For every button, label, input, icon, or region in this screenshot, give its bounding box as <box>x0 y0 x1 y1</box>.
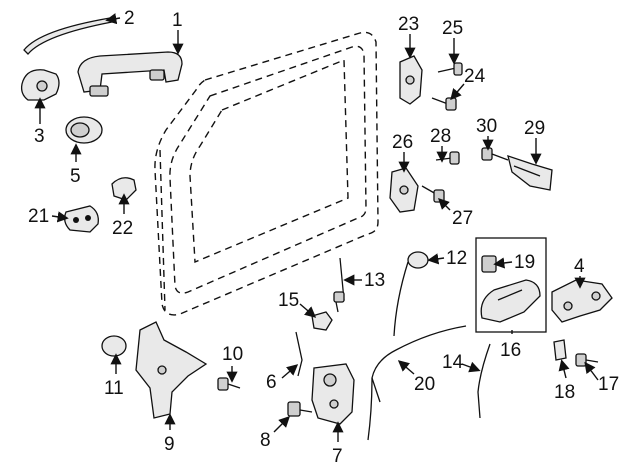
callout-17: 17 <box>598 374 619 395</box>
callout-13: 13 <box>364 270 385 291</box>
callout-27: 27 <box>452 208 473 229</box>
callout-8: 8 <box>260 430 271 451</box>
part-7-door-latch <box>311 363 355 425</box>
part-15-clip <box>311 311 333 331</box>
part-11-cover <box>101 335 127 357</box>
callout-6: 6 <box>266 372 277 393</box>
part-27-bolt <box>421 185 445 203</box>
part-23-upper-hinge <box>399 55 423 105</box>
part-6-rod <box>295 331 303 377</box>
leader-lines <box>34 13 599 442</box>
part-1-outside-handle <box>77 51 183 97</box>
callout-29: 29 <box>524 118 545 139</box>
callout-21: 21 <box>28 206 49 227</box>
callout-5: 5 <box>70 166 81 187</box>
part-9-latch-bracket <box>135 321 208 419</box>
callout-3: 3 <box>34 126 45 147</box>
callout-22: 22 <box>112 218 133 239</box>
part-21-gasket <box>64 205 99 233</box>
part-8-screw <box>287 401 313 417</box>
part-16-interior-handle-group <box>475 237 547 333</box>
part-13-rod <box>333 257 345 313</box>
callout-26: 26 <box>392 132 413 153</box>
callout-16: 16 <box>500 340 521 361</box>
callout-14: 14 <box>442 352 464 373</box>
callout-15: 15 <box>278 290 299 311</box>
part-14-rod <box>477 343 491 419</box>
part-2-handle-trim <box>23 17 113 55</box>
part-26-lower-hinge <box>389 167 419 213</box>
callout-25: 25 <box>442 18 463 39</box>
callout-7: 7 <box>332 446 343 467</box>
part-25-bolt <box>437 62 463 76</box>
part-29-door-check <box>507 155 553 191</box>
part-4-handle-bracket <box>551 279 613 323</box>
callout-23: 23 <box>398 14 419 35</box>
callout-10: 10 <box>222 344 243 365</box>
callout-2: 2 <box>124 8 135 29</box>
callout-24: 24 <box>464 66 486 87</box>
part-10-bolt <box>217 377 241 391</box>
callout-11: 11 <box>104 378 124 399</box>
callout-9: 9 <box>164 434 175 455</box>
part-24-bolt <box>431 97 457 111</box>
part-17-screw <box>575 353 599 367</box>
callout-4: 4 <box>574 256 585 277</box>
callout-1: 1 <box>172 10 183 31</box>
callout-19: 19 <box>514 252 535 273</box>
callout-30: 30 <box>476 116 497 137</box>
callout-28: 28 <box>430 126 451 147</box>
door-outline <box>154 31 379 316</box>
callout-18: 18 <box>554 382 575 403</box>
part-20-cable <box>367 325 467 441</box>
callout-12: 12 <box>446 248 467 269</box>
callout-labels: 1 2 3 4 5 6 7 8 9 10 11 12 13 14 15 16 1… <box>28 8 619 467</box>
part-18-clip <box>553 339 567 361</box>
part-3-handle-bezel <box>20 69 60 101</box>
part-30-bolt <box>481 147 509 161</box>
part-12-seal <box>393 251 429 337</box>
part-5-lock-cylinder <box>65 116 103 144</box>
callout-20: 20 <box>414 374 435 395</box>
part-28-bolt <box>435 151 460 165</box>
